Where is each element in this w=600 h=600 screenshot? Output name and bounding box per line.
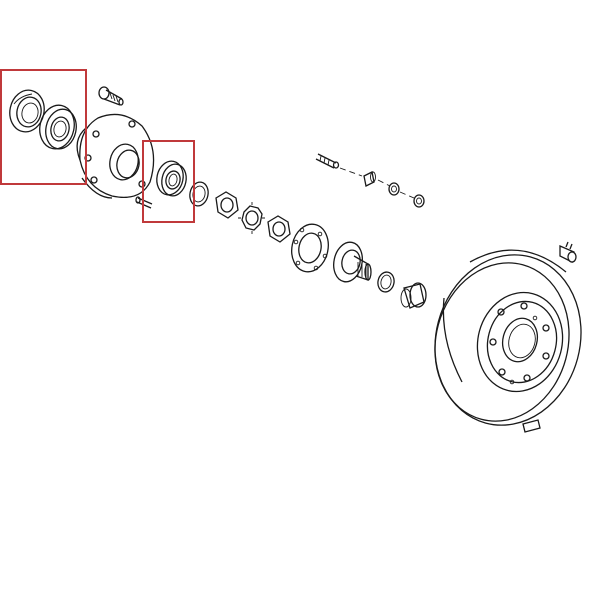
brake-drum <box>434 249 582 426</box>
hub-nut <box>388 182 425 208</box>
drive-flange <box>333 241 372 283</box>
cone-washer <box>363 171 376 187</box>
highlight-box-inner-bearing <box>142 140 195 223</box>
centre-axis <box>339 167 415 199</box>
oil-seal <box>9 89 45 133</box>
snap-ring-2 <box>377 271 395 293</box>
grease-cap <box>400 282 427 309</box>
snap-ring <box>189 181 209 207</box>
hole-plug <box>522 419 541 433</box>
adjusting-nut <box>267 215 291 243</box>
highlight-box-outer-seal-and-bearing <box>0 69 87 185</box>
stud-bolt <box>315 153 340 169</box>
outer-bearing <box>39 104 77 150</box>
drum-screw <box>559 241 577 263</box>
lock-nut <box>215 191 239 219</box>
lock-washer <box>238 202 265 234</box>
gasket <box>291 223 329 273</box>
hub-bolt <box>98 86 124 106</box>
inner-bearing <box>156 160 187 197</box>
